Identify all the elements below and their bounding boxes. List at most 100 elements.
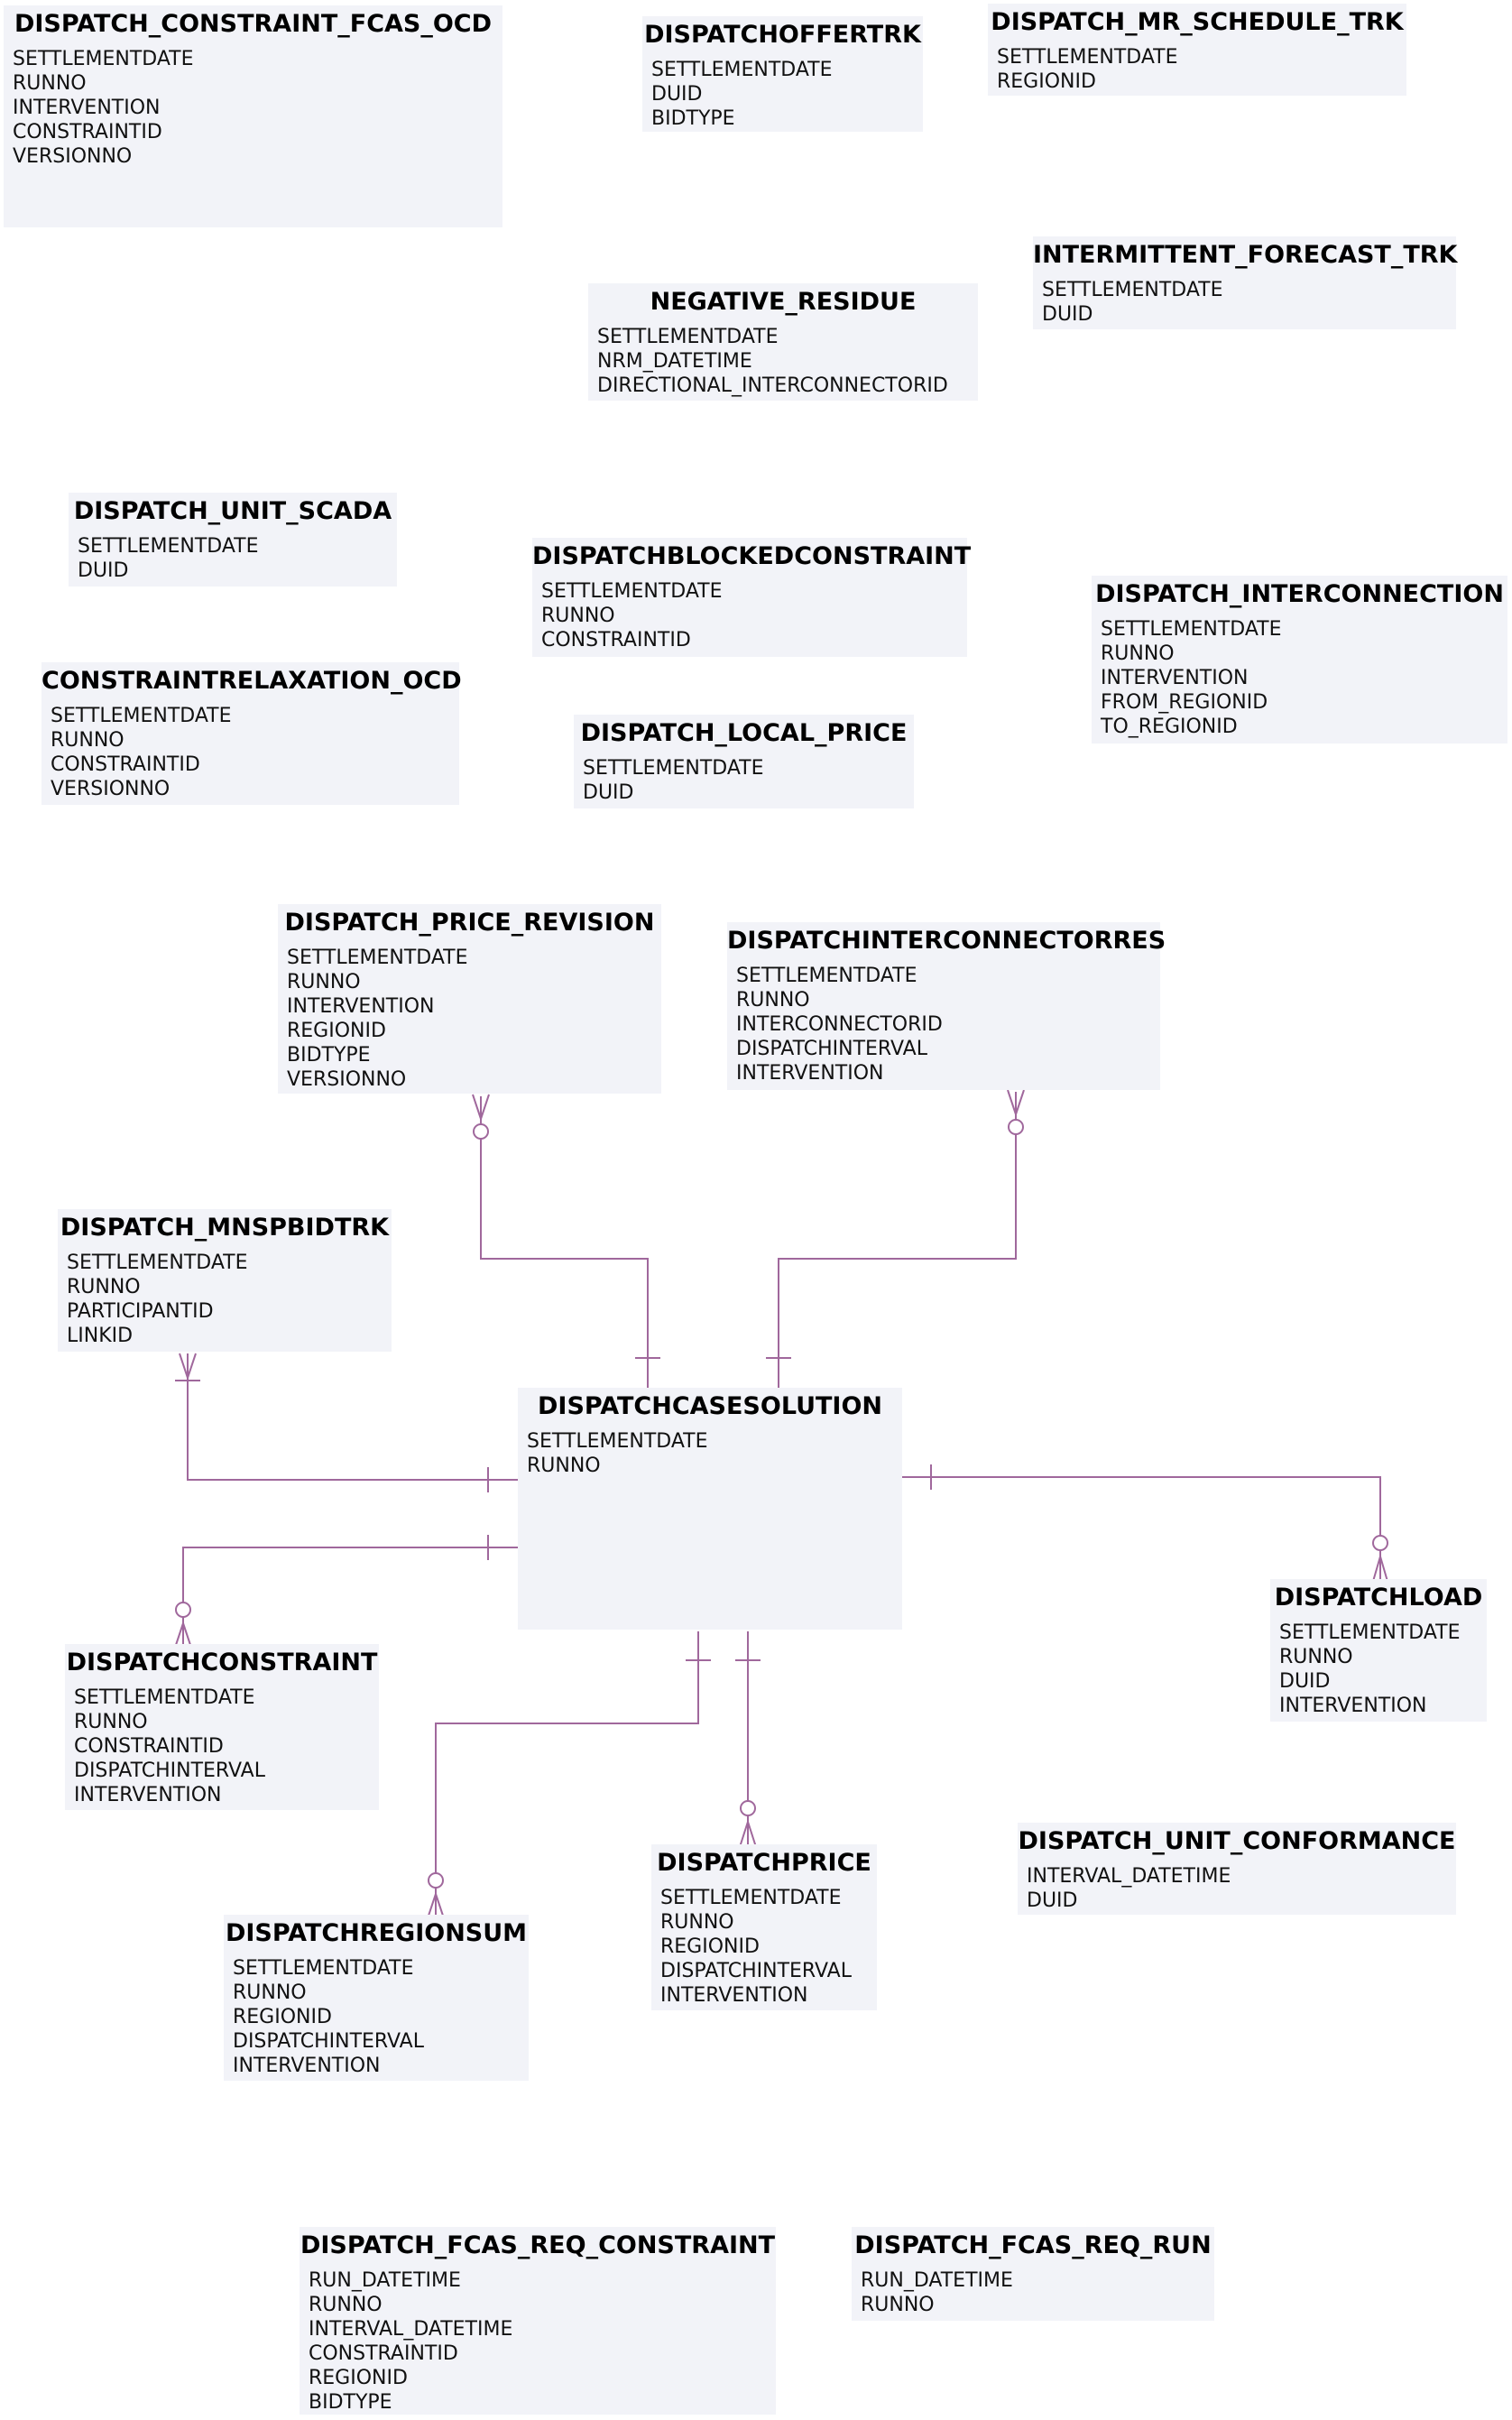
entity-field: VERSIONNO — [51, 778, 171, 800]
entity-field: RUNNO — [660, 1911, 734, 1934]
entity-title: DISPATCH_MNSPBIDTRK — [60, 1214, 390, 1242]
entity-dispatch-interconnection[interactable]: DISPATCH_INTERCONNECTION SETTLEMENTDATE … — [1092, 576, 1507, 744]
entity-field: SETTLEMENTDATE — [51, 705, 232, 727]
entity-field: CONSTRAINTID — [51, 753, 200, 776]
entity-title: DISPATCHCASESOLUTION — [537, 1392, 883, 1420]
entity-dispatch-fcas-req-run[interactable]: DISPATCH_FCAS_REQ_RUN RUN_DATETIME RUNNO — [852, 2227, 1214, 2321]
entity-dispatch-mnspbidtrk[interactable]: DISPATCH_MNSPBIDTRK SETTLEMENTDATE RUNNO… — [58, 1209, 392, 1352]
entity-field: RUN_DATETIME — [309, 2269, 461, 2292]
entity-title: INTERMITTENT_FORECAST_TRK — [1033, 241, 1458, 269]
entity-dispatch-unit-scada[interactable]: DISPATCH_UNIT_SCADA SETTLEMENTDATE DUID — [69, 493, 397, 587]
entity-field: RUNNO — [1279, 1646, 1353, 1668]
entity-field: REGIONID — [997, 70, 1096, 93]
rel-dispatchprice — [735, 1631, 761, 1848]
entity-field: CONSTRAINTID — [13, 121, 162, 143]
entity-field: RUNNO — [736, 989, 810, 1011]
entity-field: DUID — [1279, 1670, 1331, 1693]
entity-field: INTERVAL_DATETIME — [309, 2318, 513, 2341]
entity-dispatchoffertrk[interactable]: DISPATCHOFFERTRK SETTLEMENTDATE DUID BID… — [642, 16, 923, 132]
entity-field: RUNNO — [861, 2294, 935, 2316]
rel-dispatchconstraint — [174, 1535, 518, 1649]
entity-field: RUNNO — [51, 729, 124, 752]
rel-price-revision — [472, 1094, 660, 1390]
entity-field: INTERVENTION — [233, 2055, 381, 2077]
entity-field: CONSTRAINTID — [541, 629, 691, 651]
entity-field: SETTLEMENTDATE — [583, 757, 764, 780]
entity-field: CONSTRAINTID — [309, 2342, 458, 2365]
entity-negative-residue[interactable]: NEGATIVE_RESIDUE SETTLEMENTDATE NRM_DATE… — [588, 283, 978, 401]
entity-field: SETTLEMENTDATE — [287, 947, 468, 969]
entity-field: RUNNO — [541, 605, 615, 627]
entity-title: DISPATCHCONSTRAINT — [66, 1649, 378, 1676]
entity-field: SETTLEMENTDATE — [597, 326, 779, 348]
entity-field: DUID — [78, 559, 129, 582]
entity-field: INTERVENTION — [13, 97, 161, 119]
entity-dispatch-fcas-req-constraint[interactable]: DISPATCH_FCAS_REQ_CONSTRAINT RUN_DATETIM… — [300, 2227, 776, 2415]
entity-field: DISPATCHINTERVAL — [233, 2030, 424, 2053]
entity-title: DISPATCH_UNIT_CONFORMANCE — [1018, 1827, 1456, 1855]
entity-field: DUID — [651, 83, 703, 106]
entity-field: SETTLEMENTDATE — [1101, 618, 1282, 641]
entity-field: DISPATCHINTERVAL — [736, 1038, 927, 1060]
entity-field: SETTLEMENTDATE — [67, 1252, 248, 1274]
entity-field: SETTLEMENTDATE — [527, 1430, 708, 1453]
entity-field: DUID — [1027, 1889, 1078, 1912]
entity-field: REGIONID — [660, 1935, 760, 1958]
entity-field: INTERVENTION — [287, 995, 435, 1018]
entity-field: INTERVENTION — [1101, 667, 1249, 689]
entity-field: RUNNO — [527, 1455, 601, 1477]
entity-field: VERSIONNO — [13, 145, 133, 168]
entity-title: DISPATCHLOAD — [1274, 1584, 1483, 1612]
entity-field: REGIONID — [233, 2006, 332, 2028]
entity-field: SETTLEMENTDATE — [660, 1887, 842, 1909]
rel-dispatchload — [900, 1464, 1389, 1585]
entity-dispatchcasesolution[interactable]: DISPATCHCASESOLUTION SETTLEMENTDATE RUNN… — [518, 1388, 902, 1630]
entity-dispatchblockedconstraint[interactable]: DISPATCHBLOCKEDCONSTRAINT SETTLEMENTDATE… — [532, 538, 972, 657]
entity-field: BIDTYPE — [287, 1044, 371, 1067]
entity-field: SETTLEMENTDATE — [1042, 279, 1223, 301]
entity-dispatchinterconnectorres[interactable]: DISPATCHINTERCONNECTORRES SETTLEMENTDATE… — [727, 922, 1166, 1090]
entity-title: DISPATCH_INTERCONNECTION — [1095, 580, 1504, 608]
entity-field: VERSIONNO — [287, 1068, 407, 1091]
entity-title: DISPATCH_CONSTRAINT_FCAS_OCD — [14, 10, 493, 38]
entity-title: CONSTRAINTRELAXATION_OCD — [41, 667, 462, 695]
entity-field: SETTLEMENTDATE — [997, 46, 1178, 69]
entity-intermittent-forecast-trk[interactable]: INTERMITTENT_FORECAST_TRK SETTLEMENTDATE… — [1033, 236, 1458, 329]
entity-field: FROM_REGIONID — [1101, 691, 1268, 714]
entity-field: RUNNO — [74, 1711, 148, 1733]
entity-field: SETTLEMENTDATE — [1279, 1621, 1461, 1644]
entity-dispatch-constraint-fcas-ocd[interactable]: DISPATCH_CONSTRAINT_FCAS_OCD SETTLEMENTD… — [4, 5, 502, 227]
entity-title: DISPATCH_FCAS_REQ_CONSTRAINT — [300, 2231, 776, 2259]
entity-field: LINKID — [67, 1325, 134, 1347]
entity-field: INTERVAL_DATETIME — [1027, 1865, 1231, 1888]
entity-title: DISPATCHBLOCKEDCONSTRAINT — [532, 542, 972, 570]
entity-field: DIRECTIONAL_INTERCONNECTORID — [597, 374, 948, 397]
entity-field: SETTLEMENTDATE — [233, 1957, 414, 1980]
entity-title: DISPATCHREGIONSUM — [225, 1919, 528, 1947]
entity-dispatch-price-revision[interactable]: DISPATCH_PRICE_REVISION SETTLEMENTDATE R… — [278, 904, 661, 1094]
entity-field: REGIONID — [309, 2367, 408, 2389]
entity-title: DISPATCHINTERCONNECTORRES — [727, 927, 1166, 955]
entity-field: BIDTYPE — [651, 107, 735, 130]
entity-field: DUID — [1042, 303, 1093, 326]
entity-field: PARTICIPANTID — [67, 1300, 214, 1323]
entity-dispatchprice[interactable]: DISPATCHPRICE SETTLEMENTDATE RUNNO REGIO… — [651, 1844, 877, 2010]
entity-field: DISPATCHINTERVAL — [660, 1960, 852, 1982]
entity-dispatch-local-price[interactable]: DISPATCH_LOCAL_PRICE SETTLEMENTDATE DUID — [574, 715, 914, 808]
entity-field: BIDTYPE — [309, 2391, 392, 2414]
entity-title: NEGATIVE_RESIDUE — [650, 288, 917, 316]
entity-constraintrelaxation-ocd[interactable]: CONSTRAINTRELAXATION_OCD SETTLEMENTDATE … — [41, 662, 462, 805]
entity-field: INTERVENTION — [74, 1784, 222, 1806]
entity-field: RUN_DATETIME — [861, 2269, 1013, 2292]
rel-mnspbidtrk — [175, 1353, 518, 1492]
entity-dispatchconstraint[interactable]: DISPATCHCONSTRAINT SETTLEMENTDATE RUNNO … — [65, 1644, 379, 1810]
entity-dispatch-unit-conformance[interactable]: DISPATCH_UNIT_CONFORMANCE INTERVAL_DATET… — [1018, 1823, 1456, 1915]
entity-field: SETTLEMENTDATE — [541, 580, 723, 603]
entity-title: DISPATCH_FCAS_REQ_RUN — [854, 2231, 1212, 2259]
entity-dispatchload[interactable]: DISPATCHLOAD SETTLEMENTDATE RUNNO DUID I… — [1270, 1579, 1487, 1722]
entity-dispatchregionsum[interactable]: DISPATCHREGIONSUM SETTLEMENTDATE RUNNO R… — [224, 1915, 529, 2081]
entity-title: DISPATCH_PRICE_REVISION — [284, 909, 655, 937]
entity-dispatch-mr-schedule-trk[interactable]: DISPATCH_MR_SCHEDULE_TRK SETTLEMENTDATE … — [988, 4, 1406, 96]
entity-title: DISPATCH_UNIT_SCADA — [73, 497, 392, 525]
entity-field: INTERVENTION — [1279, 1695, 1427, 1717]
